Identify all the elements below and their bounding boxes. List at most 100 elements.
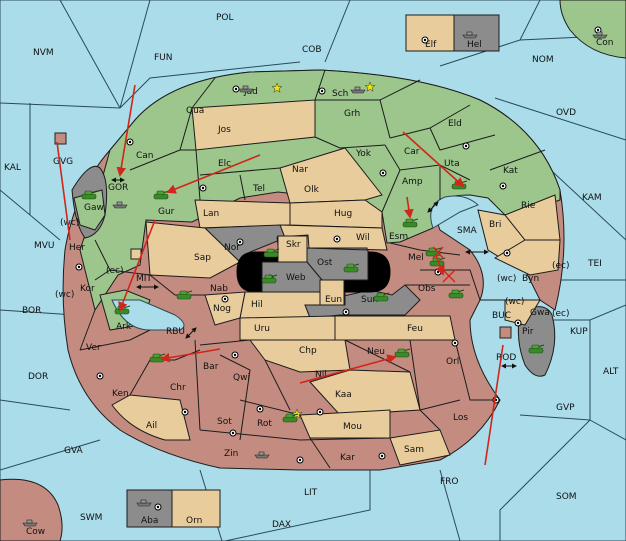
province-nor[interactable] xyxy=(203,224,286,263)
province-cow[interactable] xyxy=(0,478,63,541)
label-gor: GOR xyxy=(108,183,128,193)
label-olk: Olk xyxy=(304,185,320,195)
label-ovd: OVD xyxy=(556,108,576,118)
label-swm: SWM xyxy=(80,513,102,523)
label-kam: KAM xyxy=(582,193,602,203)
province-pir[interactable] xyxy=(517,306,556,377)
label-feu: Feu xyxy=(407,324,423,334)
label-nil: Nil xyxy=(315,370,327,380)
mit-marker xyxy=(130,248,142,260)
label-nvm: NVM xyxy=(33,48,54,58)
label-gvp: GVP xyxy=(556,403,575,413)
label-chr: Chr xyxy=(170,383,186,393)
label-nom: NOM xyxy=(532,55,554,65)
label-gur: Gur xyxy=(158,207,175,217)
province-chp[interactable] xyxy=(249,339,351,373)
label-aba: Aba xyxy=(141,516,158,526)
supply-center-icon xyxy=(503,249,511,257)
double-arrow-icon xyxy=(111,177,517,369)
gvg-marker xyxy=(54,132,67,145)
label-ark: Ark xyxy=(116,322,132,332)
province-gaw[interactable] xyxy=(73,189,106,231)
sea-labels: POL NVM FUN COB NOM OVD KAL KAM TEI MVU … xyxy=(4,13,619,530)
label-amp: Amp xyxy=(402,177,423,187)
label-hug: Hug xyxy=(334,209,352,219)
label-her: Her xyxy=(69,243,85,253)
label-sma: SMA xyxy=(457,226,477,236)
province-nar[interactable] xyxy=(279,147,383,204)
supply-center-icon xyxy=(154,503,162,511)
label-wil: Wil xyxy=(356,233,370,243)
province-byn[interactable] xyxy=(493,239,561,276)
label-grh: Grh xyxy=(344,109,360,119)
label-cow: Cow xyxy=(26,527,45,537)
province-orn[interactable] xyxy=(171,489,221,528)
inner-sea-north xyxy=(430,195,479,229)
label-sam: Sam xyxy=(404,445,424,455)
label-kaa: Kaa xyxy=(335,390,352,400)
label-bor: BOR xyxy=(22,306,41,316)
province-aba[interactable] xyxy=(126,489,173,528)
label-jos: Jos xyxy=(217,125,231,135)
province-feu[interactable] xyxy=(334,315,456,341)
province-gwa[interactable] xyxy=(504,299,541,326)
label-mou: Mou xyxy=(343,422,362,432)
label-orl: Orl xyxy=(446,357,459,367)
province-con[interactable] xyxy=(559,0,626,59)
province-kaa[interactable] xyxy=(309,369,421,416)
label-dor: DOR xyxy=(28,372,48,382)
label-coast-wc1: (wc) xyxy=(60,218,79,228)
supply-center-icon xyxy=(342,308,350,316)
label-fro: FRO xyxy=(440,477,459,487)
label-uru: Uru xyxy=(254,324,270,334)
label-byn: Byn xyxy=(522,274,539,284)
supply-center-icon xyxy=(378,452,386,460)
supply-center-icon xyxy=(451,339,459,347)
dislodged-x-marks xyxy=(432,246,456,283)
label-coast-ec3: (ec) xyxy=(552,309,570,319)
label-gvg: GVG xyxy=(53,157,73,167)
label-bri: Bri xyxy=(489,220,501,230)
supply-center-icon xyxy=(75,263,83,271)
label-nog: Nog xyxy=(213,304,231,314)
supply-center-icon xyxy=(221,295,229,303)
supply-center-icon xyxy=(231,351,239,359)
label-kal: KAL xyxy=(4,163,21,173)
label-qwi: Qwi xyxy=(233,373,250,383)
label-gwa: Gwa xyxy=(530,308,550,318)
label-mel: Mel xyxy=(408,253,424,263)
label-ost: Ost xyxy=(317,258,333,268)
province-hel[interactable] xyxy=(453,14,500,52)
label-qua: Qua xyxy=(186,106,204,116)
move-arrows xyxy=(56,84,504,466)
label-neu: Neu xyxy=(367,347,385,357)
province-sap[interactable] xyxy=(145,221,241,279)
supply-center-icon xyxy=(199,184,207,192)
label-rot: Rot xyxy=(257,419,272,429)
supply-center-icon xyxy=(236,238,244,246)
label-elc: Elc xyxy=(218,159,231,169)
label-kor: Kor xyxy=(80,284,95,294)
label-rie: Rie xyxy=(521,201,536,211)
label-bar: Bar xyxy=(203,362,219,372)
label-coast-wc3: (wc) xyxy=(497,274,516,284)
label-fun: FUN xyxy=(154,53,173,63)
label-dax: DAX xyxy=(272,520,291,530)
label-tel: Tel xyxy=(252,184,265,194)
label-orn: Orn xyxy=(186,516,202,526)
label-gva: GVA xyxy=(64,446,84,456)
supply-center-icon xyxy=(181,408,189,416)
label-sch: Sch xyxy=(332,89,348,99)
province-ail[interactable] xyxy=(111,394,191,441)
label-can: Can xyxy=(136,151,154,161)
label-chp: Chp xyxy=(299,346,317,356)
label-skr: Skr xyxy=(286,240,301,250)
supply-center-icon xyxy=(434,268,442,276)
supply-center-icon xyxy=(499,182,507,190)
province-sam[interactable] xyxy=(389,429,451,466)
label-nor: Nor xyxy=(224,243,240,253)
rod-marker xyxy=(499,326,512,339)
province-elf[interactable] xyxy=(405,14,455,52)
label-sun: Sun xyxy=(361,295,378,305)
